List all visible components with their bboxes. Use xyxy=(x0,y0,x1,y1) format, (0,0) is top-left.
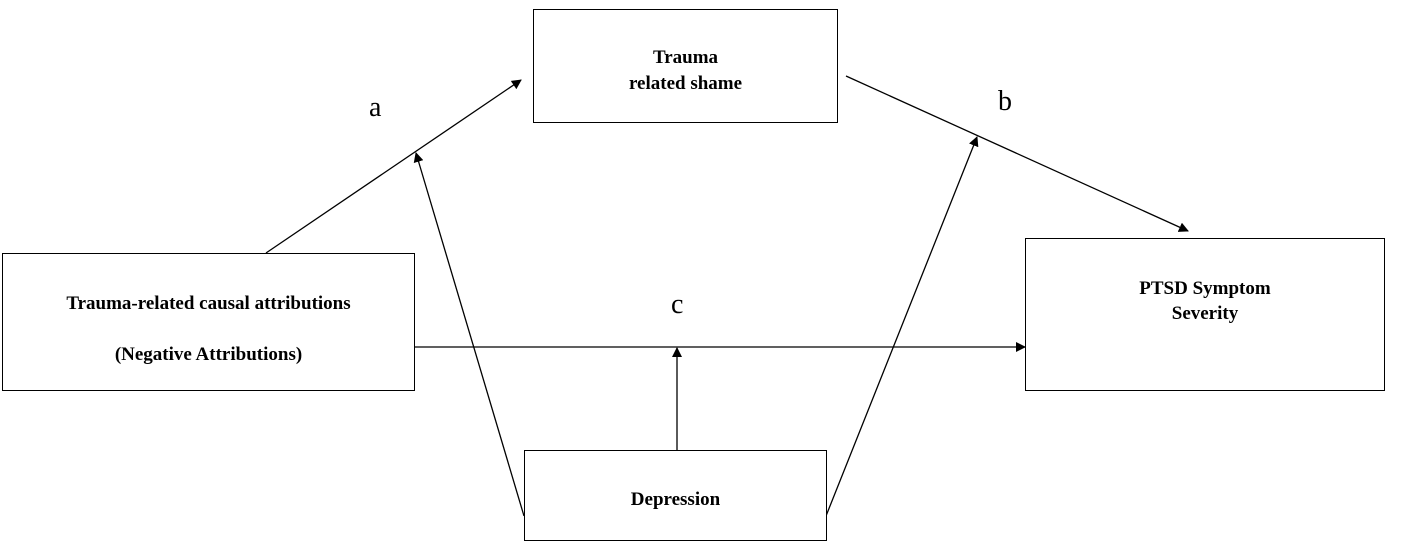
arrow-shame-to-ptsd xyxy=(845,75,1189,232)
node-attributions: Trauma-related causal attributions (Nega… xyxy=(2,253,415,391)
arrow-attributions-to-shame xyxy=(265,79,522,254)
node-shame: Trauma related shame xyxy=(533,9,838,123)
node-ptsd-line1: PTSD Symptom xyxy=(1139,278,1271,299)
path-label-b: b xyxy=(998,86,1012,117)
node-shame-line2: related shame xyxy=(628,73,743,94)
node-attributions-line2: (Negative Attributions) xyxy=(114,344,303,365)
arrow-depression-to-path-a xyxy=(413,152,525,517)
arrow-depression-to-path-b xyxy=(825,136,979,517)
node-shame-line1: Trauma xyxy=(652,47,719,68)
path-label-a: a xyxy=(369,92,382,123)
path-label-c: c xyxy=(671,289,684,320)
node-ptsd-line2: Severity xyxy=(1171,303,1239,324)
node-ptsd: PTSD Symptom Severity xyxy=(1025,238,1385,391)
node-attributions-line1: Trauma-related causal attributions xyxy=(66,293,351,314)
node-depression-line1: Depression xyxy=(630,489,721,510)
node-depression: Depression xyxy=(524,450,827,541)
